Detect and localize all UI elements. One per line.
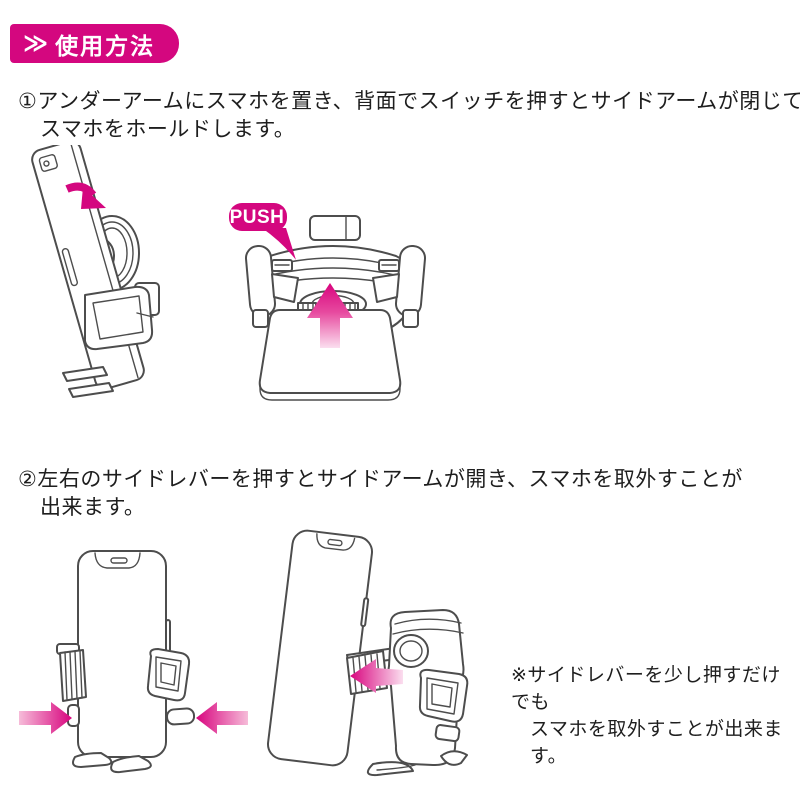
under-arm-bracket bbox=[84, 282, 160, 351]
usage-header-badge: ≫ 使用方法 bbox=[10, 24, 180, 63]
step2-remove-phone-illustration bbox=[255, 518, 510, 800]
side-arm-right-open bbox=[418, 668, 469, 743]
note-line2: スマホを取外すことが出来ます。 bbox=[530, 719, 783, 767]
step1-instruction: ①アンダーアームにスマホを置き、背面でスイッチを押すとサイドアームが閉じて スマ… bbox=[18, 88, 800, 144]
side-lever-right bbox=[166, 707, 196, 726]
step2-line2: 出来ます。 bbox=[40, 496, 146, 519]
holder-base-plate bbox=[258, 302, 402, 401]
step1-line2: スマホをホールドします。 bbox=[40, 118, 296, 141]
side-lever-left bbox=[67, 704, 80, 727]
side-arm-right-gripper bbox=[146, 648, 196, 726]
step2-line1: 左右のサイドレバーを押すとサイドアームが開き、スマホを取外すことが bbox=[37, 468, 743, 491]
push-callout-bubble: PUSH bbox=[229, 203, 296, 260]
note-line1: ※サイドレバーを少し押すだけでも bbox=[511, 665, 781, 713]
page-title: 使用方法 bbox=[55, 32, 156, 59]
holder-base-legs bbox=[62, 366, 114, 398]
smartphone-front bbox=[77, 550, 171, 758]
press-arrow-right-icon bbox=[196, 702, 248, 734]
place-phone-arrow-icon bbox=[65, 182, 106, 209]
side-arm-left-gripper bbox=[56, 643, 87, 727]
side-lever-right-angled bbox=[434, 724, 461, 743]
holder-base-feet bbox=[366, 750, 468, 777]
step1-place-phone-illustration bbox=[15, 145, 230, 405]
step2-press-levers-illustration bbox=[15, 525, 252, 797]
push-up-arrow-icon bbox=[307, 283, 353, 348]
side-arm-right bbox=[372, 245, 427, 328]
press-arrow-left-icon bbox=[19, 702, 72, 734]
remove-arrow-icon bbox=[350, 659, 403, 693]
side-lever-note: ※サイドレバーを少し押すだけでも スマホを取外すことが出来ます。 bbox=[511, 662, 800, 770]
step2-number: ② bbox=[18, 468, 38, 491]
smartphone-removed bbox=[266, 529, 374, 767]
step1-push-switch-illustration: PUSH bbox=[228, 198, 445, 410]
double-chevron-icon: ≫ bbox=[23, 30, 48, 57]
under-arm-hooks bbox=[72, 752, 152, 774]
step1-number: ① bbox=[18, 90, 38, 113]
push-label: PUSH bbox=[230, 207, 285, 228]
step1-line1: アンダーアームにスマホを置き、背面でスイッチを押すとサイドアームが閉じて bbox=[37, 90, 800, 113]
step2-instruction: ②左右のサイドレバーを押すとサイドアームが開き、スマホを取外すことが 出来ます。 bbox=[18, 466, 743, 522]
side-arm-left bbox=[244, 245, 299, 328]
